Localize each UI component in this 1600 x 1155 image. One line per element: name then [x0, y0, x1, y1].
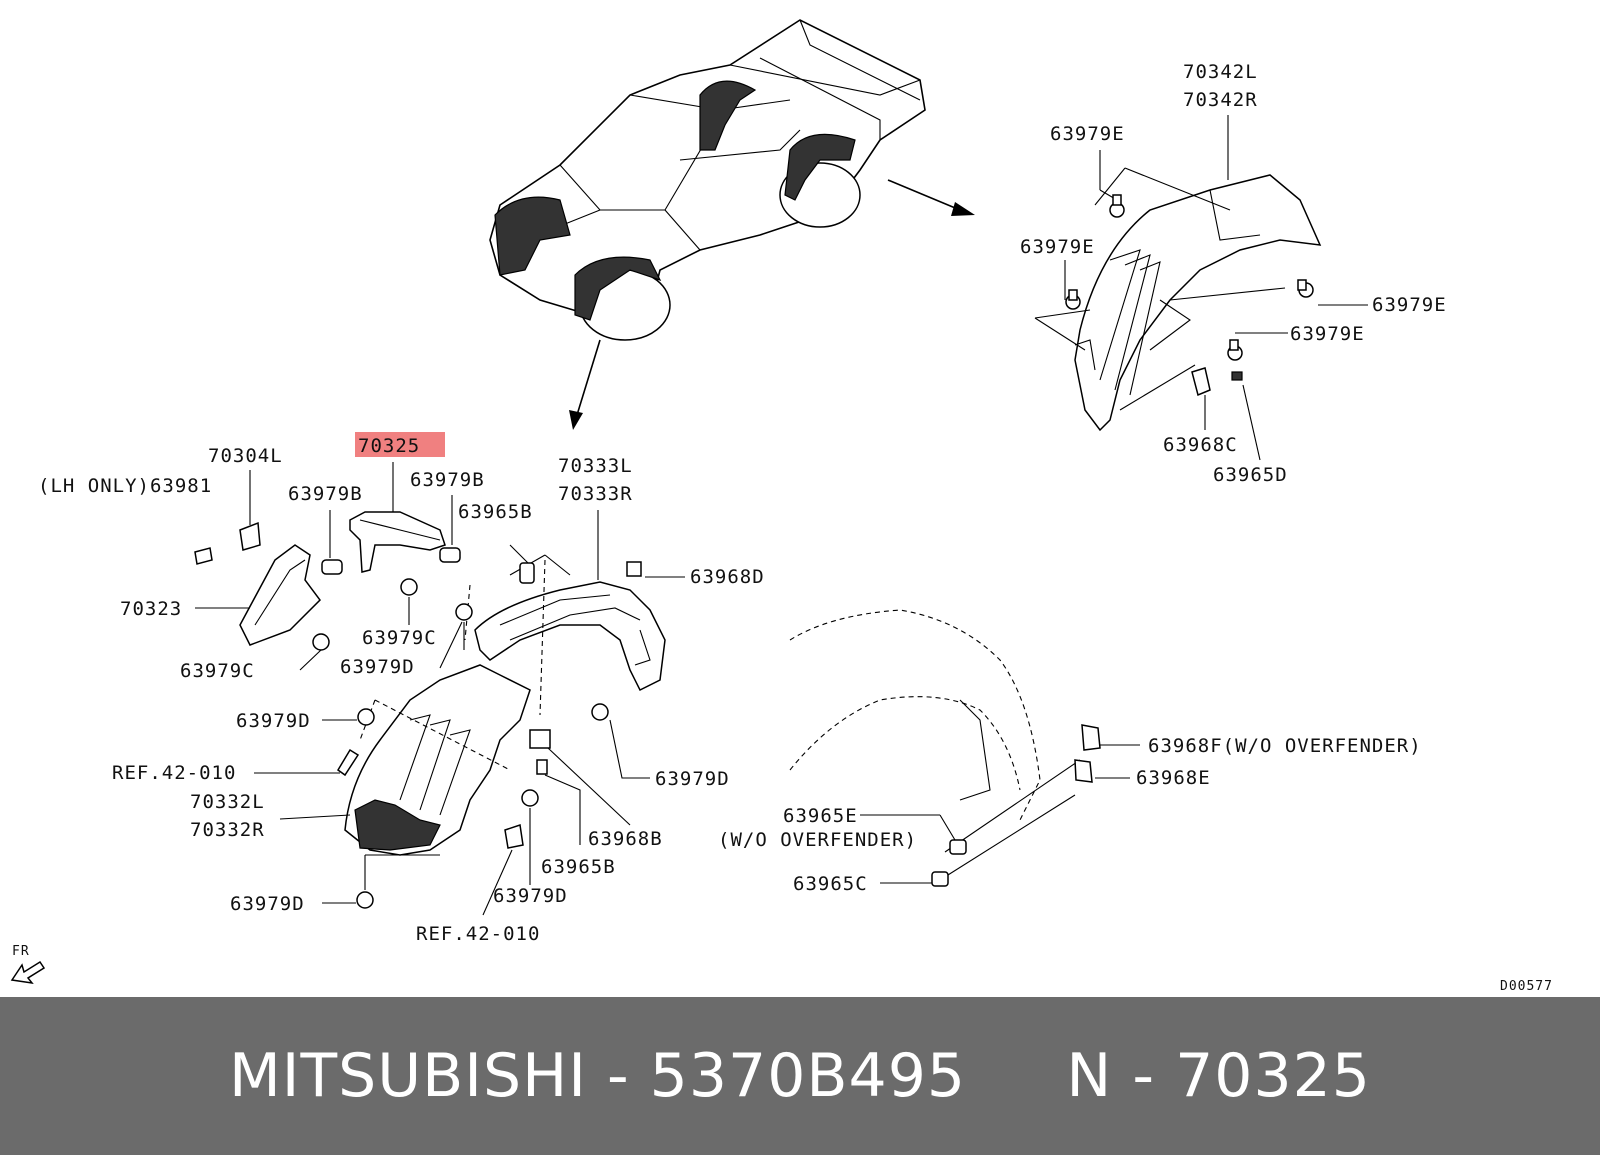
- label-63979E-2: 63979E: [1020, 236, 1095, 258]
- label-63965E: 63965E: [783, 805, 858, 827]
- label-63965C: 63965C: [793, 873, 868, 895]
- label-63979D-5: 63979D: [230, 893, 305, 915]
- label-63968B: 63968B: [588, 828, 663, 850]
- label-70342R: 70342R: [1183, 89, 1258, 111]
- part-number-text: MITSUBISHI - 5370B495 N - 70325: [229, 1041, 1371, 1111]
- label-63979C-2: 63979C: [180, 660, 255, 682]
- label-63965B-2: 63965B: [541, 856, 616, 878]
- label-63979C-1: 63979C: [362, 627, 437, 649]
- label-70333R: 70333R: [558, 483, 633, 505]
- label-wo-overfender: (W/O OVERFENDER): [718, 829, 917, 851]
- label-fr: FR: [12, 944, 30, 959]
- label-70332L: 70332L: [190, 791, 265, 813]
- front-fender-liner-diagram: [194, 432, 685, 916]
- part-number-banner: MITSUBISHI - 5370B495 N - 70325: [0, 997, 1600, 1155]
- drawing-code: D00577: [1500, 979, 1553, 994]
- label-63979E-3: 63979E: [1372, 294, 1447, 316]
- label-70323: 70323: [120, 598, 182, 620]
- truck-illustration: [489, 19, 926, 341]
- label-70333L: 70333L: [558, 455, 633, 477]
- rear-fender-liner-diagram: [1034, 115, 1368, 461]
- label-ref-42-010-2: REF.42-010: [416, 923, 540, 945]
- label-63979E-4: 63979E: [1290, 323, 1365, 345]
- label-70332R: 70332R: [190, 819, 265, 841]
- label-63965D: 63965D: [1213, 464, 1288, 486]
- label-70304L: 70304L: [208, 445, 283, 467]
- label-63979B-2: 63979B: [288, 483, 363, 505]
- direction-arrows: [569, 179, 975, 430]
- label-63979D-2: 63979D: [236, 710, 311, 732]
- highlight-box: [355, 432, 445, 457]
- label-63979E-1: 63979E: [1050, 123, 1125, 145]
- overfender-diagram: [789, 609, 1140, 887]
- label-ref-42-010-1: REF.42-010: [112, 762, 236, 784]
- label-63965B-1: 63965B: [458, 501, 533, 523]
- label-lh-only-63981: (LH ONLY)63981: [38, 475, 212, 497]
- label-70342L: 70342L: [1183, 61, 1258, 83]
- label-70325: 70325: [358, 435, 420, 457]
- label-63968C: 63968C: [1163, 434, 1238, 456]
- label-63968D: 63968D: [690, 566, 765, 588]
- front-direction-icon: [10, 960, 46, 985]
- parts-diagram: 70342L 70342R 63979E 63979E 63979E 63979…: [10, 19, 1553, 994]
- label-63968E: 63968E: [1136, 767, 1211, 789]
- label-63968F: 63968F(W/O OVERFENDER): [1148, 735, 1422, 757]
- label-63979D-4: 63979D: [493, 885, 568, 907]
- label-63979D-3: 63979D: [655, 768, 730, 790]
- label-63979B-1: 63979B: [410, 469, 485, 491]
- label-63979D-1: 63979D: [340, 656, 415, 678]
